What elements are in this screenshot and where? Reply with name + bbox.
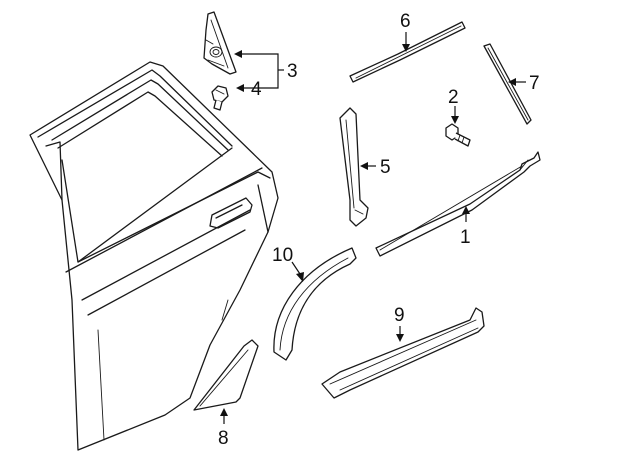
callout-7: 7	[529, 73, 540, 94]
part-1-belt-molding	[375, 151, 541, 257]
callouts: 6 7 3 4 2 5 1 10 9 8	[218, 11, 540, 449]
part-8-quarter-trim	[193, 339, 259, 411]
callout-10: 10	[272, 245, 293, 266]
callout-2: 2	[448, 87, 459, 108]
leader-lines	[220, 32, 526, 424]
callout-9: 9	[394, 305, 405, 326]
callout-6: 6	[400, 11, 411, 32]
callout-5: 5	[380, 157, 391, 178]
part-9-lower-molding	[321, 307, 485, 399]
part-5-pillar-applique	[339, 107, 369, 227]
part-4-clip	[211, 85, 229, 111]
callout-1: 1	[460, 227, 471, 248]
callout-4: 4	[251, 79, 262, 100]
callout-8: 8	[218, 428, 229, 449]
callout-3: 3	[287, 61, 298, 82]
rear-door	[29, 61, 279, 451]
part-10-wheel-arch-molding	[273, 247, 357, 361]
part-6-roof-molding	[349, 21, 466, 83]
part-3-triangle-cover	[203, 11, 237, 75]
part-7-pillar-strip	[483, 43, 532, 125]
part-2-screw	[445, 123, 471, 147]
